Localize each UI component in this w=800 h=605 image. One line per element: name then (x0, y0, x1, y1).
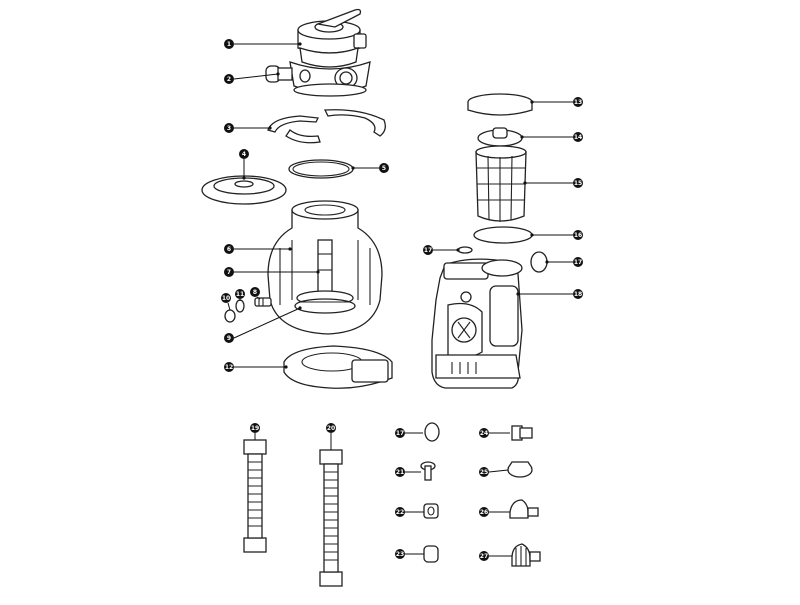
part-valve-body (265, 61, 371, 97)
callout-15: 15 (573, 178, 583, 188)
callout-16: 16 (573, 230, 583, 240)
callout-20: 20 (326, 423, 336, 433)
part-strainer-lid (467, 93, 533, 116)
callout-21: 21 (395, 467, 405, 477)
part-strainer-cap (477, 127, 523, 147)
svg-text:10: 10 (222, 295, 230, 302)
callout-25: 25 (479, 467, 489, 477)
callout-10: 10 (221, 293, 231, 303)
svg-text:21: 21 (396, 469, 404, 476)
svg-text:17: 17 (396, 430, 404, 437)
callout-17: 17 (423, 245, 433, 255)
callout-6: 6 (224, 244, 234, 254)
callout-17-fitting: 17 (395, 428, 405, 438)
part-fitting-o-ring (424, 422, 440, 442)
svg-text:8: 8 (253, 289, 257, 296)
svg-text:20: 20 (327, 425, 335, 432)
svg-text:18: 18 (574, 291, 582, 298)
svg-text:11: 11 (236, 291, 244, 298)
svg-text:5: 5 (382, 165, 386, 172)
part-strainer-basket (475, 145, 527, 222)
callout-13: 13 (573, 97, 583, 107)
part-small-o-ring (457, 246, 473, 254)
part-fitting-connector (509, 499, 539, 519)
part-tank-base (283, 345, 393, 389)
callout-4: 4 (239, 149, 249, 159)
svg-text:4: 4 (242, 151, 246, 158)
callout-2: 2 (224, 74, 234, 84)
svg-text:7: 7 (227, 269, 231, 276)
callout-9: 9 (224, 333, 234, 343)
callout-26: 26 (479, 507, 489, 517)
part-fitting-cap (423, 545, 439, 563)
part-fitting-adapter (511, 425, 533, 441)
svg-text:6: 6 (227, 246, 231, 253)
part-fitting-clamp (507, 461, 533, 478)
svg-text:3: 3 (227, 125, 231, 132)
part-fitting-bolt (420, 461, 436, 481)
part-side-o-ring (530, 251, 548, 273)
part-hose-long (319, 449, 343, 587)
svg-text:2: 2 (227, 76, 231, 83)
svg-text:19: 19 (251, 425, 259, 432)
svg-text:27: 27 (480, 553, 488, 560)
svg-text:26: 26 (480, 509, 488, 516)
callout-11: 11 (235, 289, 245, 299)
svg-text:25: 25 (480, 469, 488, 476)
part-fitting-valve (511, 543, 541, 567)
part-pump-body (431, 258, 523, 389)
svg-text:24: 24 (480, 430, 488, 437)
callout-23: 23 (395, 549, 405, 559)
svg-text:14: 14 (574, 134, 582, 141)
svg-text:12: 12 (225, 364, 233, 371)
callout-22: 22 (395, 507, 405, 517)
svg-text:13: 13 (574, 99, 582, 106)
callout-18: 18 (573, 289, 583, 299)
svg-text:22: 22 (396, 509, 404, 516)
svg-text:16: 16 (574, 232, 582, 239)
callout-19: 19 (250, 423, 260, 433)
part-drain-plug-set (224, 297, 272, 323)
callout-1: 1 (224, 39, 234, 49)
callout-3: 3 (224, 123, 234, 133)
svg-text:17: 17 (424, 247, 432, 254)
callout-24: 24 (479, 428, 489, 438)
part-filter-tank (267, 200, 383, 335)
part-o-ring (288, 159, 354, 179)
callout-12: 12 (224, 362, 234, 372)
svg-text:17: 17 (574, 259, 582, 266)
callout-27: 27 (479, 551, 489, 561)
callout-8: 8 (250, 287, 260, 297)
part-hose-short (243, 439, 267, 553)
callout-7: 7 (224, 267, 234, 277)
part-fitting-nut (423, 503, 439, 519)
part-tank-lid (201, 175, 287, 205)
svg-text:1: 1 (227, 41, 231, 48)
callout-5: 5 (379, 163, 389, 173)
svg-text:23: 23 (396, 551, 404, 558)
part-clamp-halves (267, 109, 386, 144)
part-multiport-valve (297, 8, 367, 68)
part-pump-o-ring (473, 226, 533, 244)
svg-text:9: 9 (227, 335, 231, 342)
callout-14: 14 (573, 132, 583, 142)
callout-17-side: 17 (573, 257, 583, 267)
svg-text:15: 15 (574, 180, 582, 187)
